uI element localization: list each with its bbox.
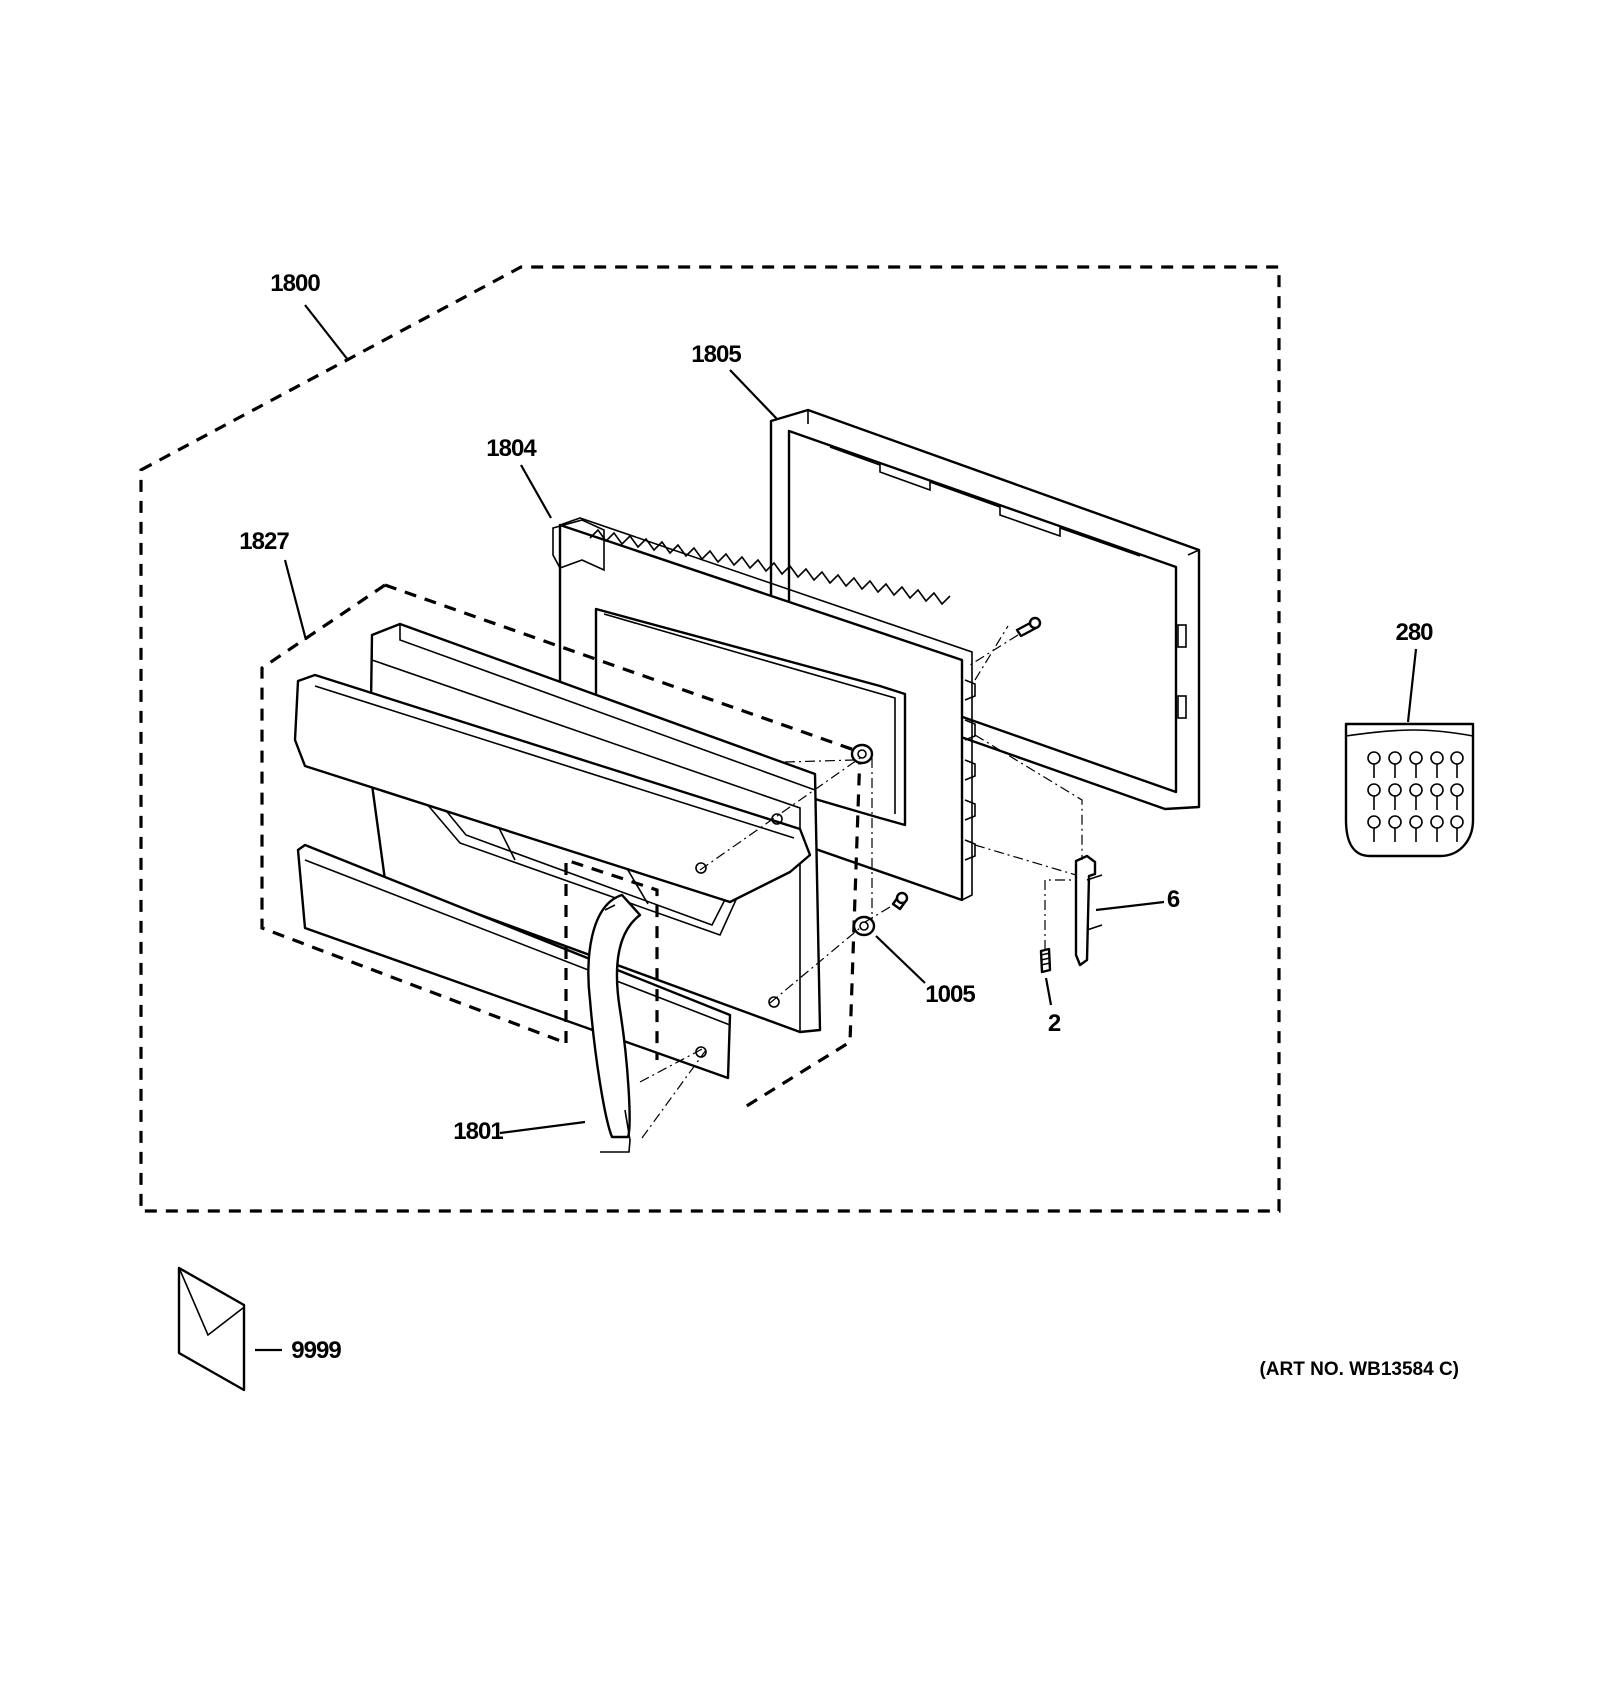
latch-hook-part	[1074, 854, 1103, 967]
callout-9999: 9999	[291, 1337, 341, 1364]
handle-dashed-box	[564, 857, 659, 1060]
door-assembly-boundary	[139, 265, 1281, 1213]
spacer-part	[850, 743, 876, 937]
callout-1805: 1805	[691, 341, 741, 368]
assembly-lines	[639, 625, 1083, 1139]
parts-kit-part	[1344, 722, 1475, 858]
leader-lines	[255, 304, 1418, 1352]
callout-1801: 1801	[453, 1118, 503, 1145]
door-frame-part	[552, 517, 976, 902]
screw-icon	[891, 616, 1042, 911]
door-panel-group-boundary	[260, 583, 567, 1045]
handle-part	[587, 893, 642, 1153]
callout-1804: 1804	[486, 435, 537, 462]
callout-6: 6	[1167, 886, 1180, 913]
choke-cover-part	[769, 408, 1201, 811]
spring-part	[1039, 947, 1052, 974]
literature-part	[177, 1266, 246, 1392]
callout-1827: 1827	[239, 528, 289, 555]
callout-280: 280	[1395, 619, 1433, 646]
callout-1800: 1800	[270, 270, 320, 297]
callout-2: 2	[1048, 1010, 1061, 1037]
callout-1005: 1005	[925, 981, 975, 1008]
art-number: (ART NO. WB13584 C)	[1259, 1359, 1459, 1380]
